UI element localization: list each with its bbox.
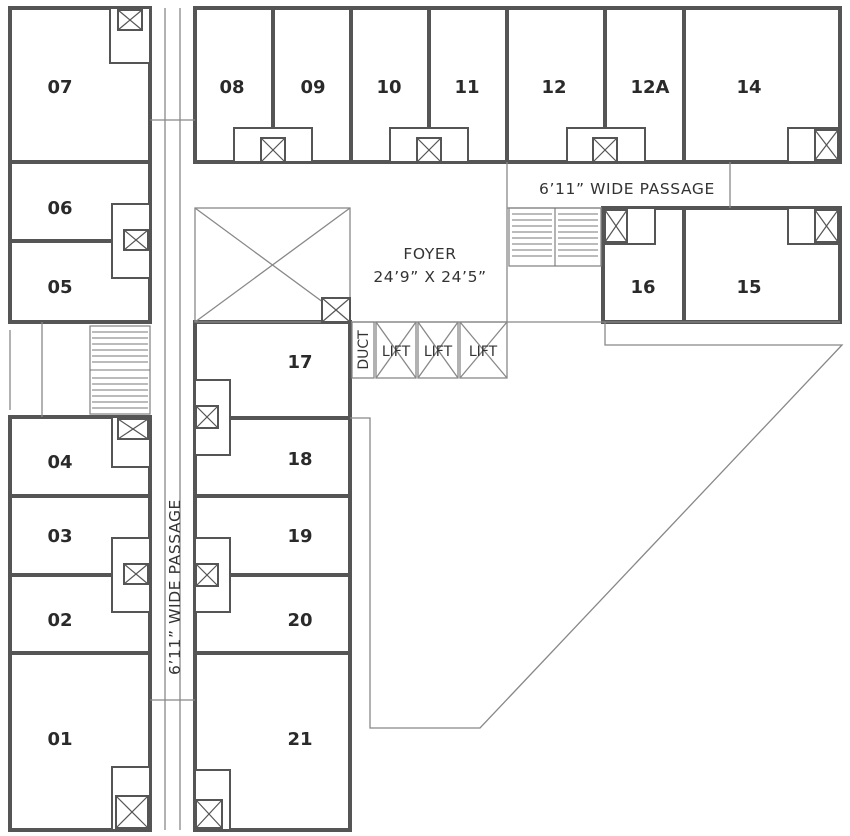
lift-core [351,321,508,379]
foyer-title: FOYER [403,245,456,263]
unit-05-label: 05 [47,277,72,298]
unit-02-label: 02 [47,610,72,631]
unit-10-label: 10 [376,77,401,98]
unit-09-label: 09 [300,77,325,98]
unit-16-label: 16 [630,277,655,298]
staircase-top [508,207,602,267]
unit-11-label: 11 [454,77,479,98]
unit-labels: 07 06 05 04 03 02 01 08 09 10 11 12 12A … [47,77,761,750]
unit-20-label: 20 [287,610,312,631]
duct-label: DUCT [356,330,372,370]
unit-15-label: 15 [736,277,761,298]
unit-19-label: 19 [287,526,312,547]
lift-3-label: LIFT [469,344,498,360]
unit-08-label: 08 [219,77,244,98]
unit-06-label: 06 [47,198,72,219]
walls [8,6,842,832]
unit-07-label: 07 [47,77,72,98]
unit-17-label: 17 [287,352,312,373]
lift-2-label: LIFT [424,344,453,360]
unit-14-label: 14 [736,77,761,98]
lift-1-label: LIFT [382,344,411,360]
unit-01-label: 01 [47,729,72,750]
unit-21-label: 21 [287,729,312,750]
unit-03-label: 03 [47,526,72,547]
unit-04-label: 04 [47,452,72,473]
shaft-symbols [109,7,841,831]
foyer-size: 24’9” X 24’5” [373,268,486,286]
passage-vertical-label: 6’11” WIDE PASSAGE [166,499,184,675]
unit-18-label: 18 [287,449,312,470]
unit-12-label: 12 [541,77,566,98]
unit-12a-label: 12A [631,77,670,98]
passage-horizontal-label: 6’11” WIDE PASSAGE [539,180,715,198]
staircase-left [89,325,151,415]
